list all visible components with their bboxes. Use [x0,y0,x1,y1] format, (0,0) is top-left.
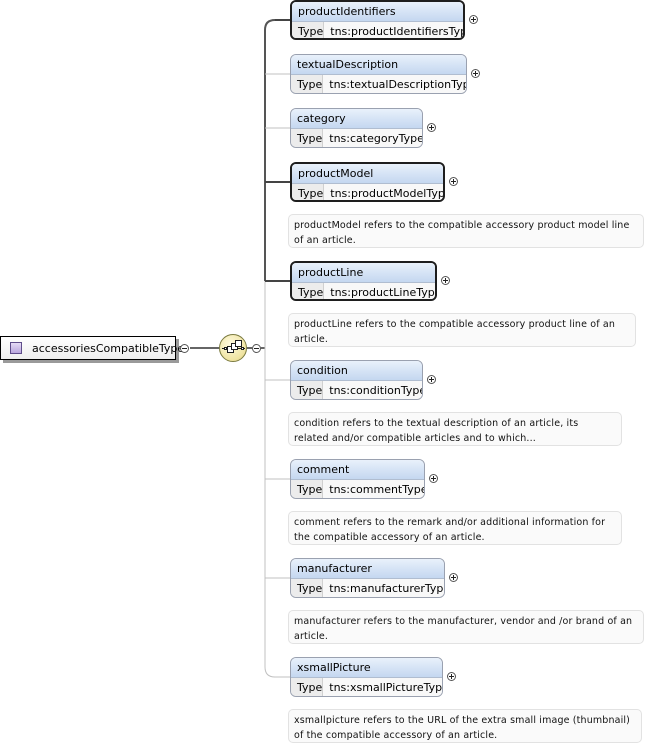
type-value: tns:productLineType [324,283,435,299]
type-key-label: Type [291,75,324,93]
element-name: textualDescription [291,55,466,75]
expand-icon[interactable] [449,177,458,186]
type-value: tns:productIdentifiersType [324,22,463,38]
root-type-box[interactable]: accessoriesCompatibleType [0,336,184,360]
mandatory-trunk [264,19,276,281]
type-value: tns:textualDescriptionType [323,75,466,93]
type-key-label: Type [291,381,324,399]
annotation-comment: comment refers to the remark and/or addi… [288,511,622,545]
collapse-icon[interactable] [180,344,189,353]
annotation-productLine: productLine refers to the compatible acc… [288,313,636,347]
sequence-compositor-icon[interactable] [219,334,247,362]
expand-icon[interactable] [447,672,456,681]
collapse-icon[interactable] [252,344,261,353]
expand-icon[interactable] [427,375,436,384]
element-name: comment [291,460,424,480]
element-name: category [291,109,422,129]
annotation-condition: condition refers to the textual descript… [288,412,622,446]
complex-type-icon [10,342,22,354]
annotation-manufacturer: manufacturer refers to the manufacturer,… [288,610,644,644]
type-key-label: Type [291,678,324,696]
element-name: productModel [292,164,443,184]
root-type-label: accessoriesCompatibleType [32,342,185,355]
type-value: tns:categoryType [323,129,422,147]
expand-icon[interactable] [441,276,450,285]
expand-icon[interactable] [449,573,458,582]
type-key-label: Type [291,480,324,498]
expand-icon[interactable] [429,474,438,483]
type-key-label: Type [292,184,325,200]
annotation-xsmallPicture: xsmallpicture refers to the URL of the e… [288,709,642,743]
type-value: tns:commentType [323,480,424,498]
type-value: tns:productModelType [324,184,443,200]
element-name: condition [291,361,422,381]
type-key-label: Type [291,129,324,147]
expand-icon[interactable] [427,123,436,132]
element-name: productLine [292,263,435,283]
type-value: tns:manufacturerType [323,579,444,597]
element-name: manufacturer [291,559,444,579]
type-key-label: Type [292,283,325,299]
type-value: tns:conditionType [323,381,422,399]
expand-icon[interactable] [471,69,480,78]
type-key-label: Type [292,22,325,38]
type-key-label: Type [291,579,324,597]
expand-icon[interactable] [469,15,478,24]
element-name: xsmallPicture [291,658,442,678]
element-name: productIdentifiers [292,2,463,22]
annotation-productModel: productModel refers to the compatible ac… [288,214,644,248]
type-value: tns:xsmallPictureType [323,678,442,696]
